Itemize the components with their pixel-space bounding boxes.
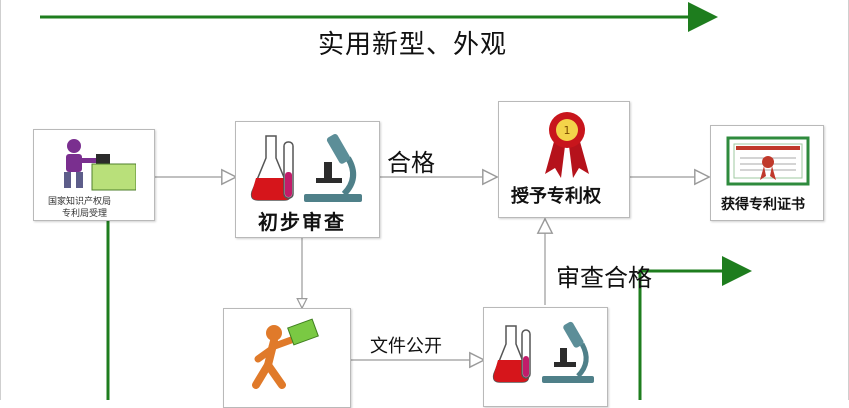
flask-microscope-icon bbox=[250, 133, 362, 202]
prelim-label: 初步审查 bbox=[258, 210, 346, 234]
flask-microscope-icon bbox=[492, 321, 594, 383]
award-ribbon-icon: 1 bbox=[545, 112, 589, 178]
certificate-icon bbox=[726, 136, 810, 186]
certificate-label: 获得专利证书 bbox=[721, 197, 805, 213]
running-person-with-document-icon bbox=[252, 318, 319, 389]
office-line1: 国家知识产权局 bbox=[48, 197, 112, 207]
node-certificate: 获得专利证书 bbox=[710, 125, 824, 221]
edge-label-exam-qualified: 审查合格 bbox=[556, 264, 652, 292]
svg-text:1: 1 bbox=[564, 124, 571, 137]
node-substantive-exam bbox=[483, 307, 608, 407]
banner-title: 实用新型、外观 bbox=[318, 30, 508, 60]
node-office: 国家知识产权局 专利局受理 bbox=[33, 129, 155, 221]
office-line2: 专利局受理 bbox=[62, 209, 108, 219]
node-publication bbox=[223, 308, 351, 408]
edge-label-qualified: 合格 bbox=[387, 149, 435, 177]
node-grant: 1 授予专利权 bbox=[498, 101, 630, 218]
green-path-right bbox=[638, 256, 752, 400]
green-path-left bbox=[34, 203, 110, 400]
node-preliminary-exam: 初步审查 bbox=[235, 121, 380, 238]
edge-label-doc-publish: 文件公开 bbox=[370, 336, 442, 357]
clerk-at-desk-icon bbox=[64, 139, 136, 191]
grant-label: 授予专利权 bbox=[511, 186, 601, 207]
